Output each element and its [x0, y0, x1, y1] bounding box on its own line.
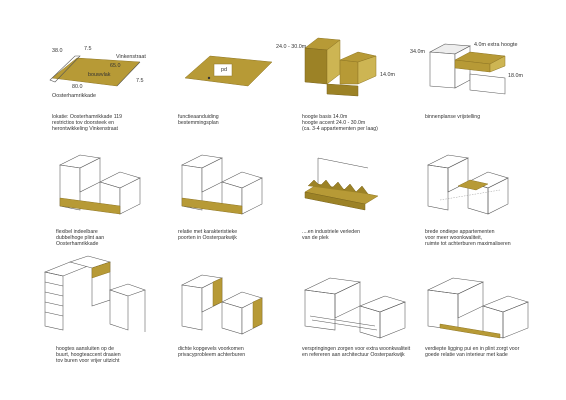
panel-11-setbacks — [304, 277, 406, 339]
panel-caption: flexibel indeelbare dubbelhoge plint aan… — [56, 229, 105, 248]
panel-caption: verspringingen zorgen voor extra woonkwa… — [302, 346, 411, 359]
panel-caption: ....en industriele verleden van de plek — [302, 229, 360, 242]
street-label: Oosterhamrikkade — [52, 93, 97, 99]
dim-label: 80.0 — [72, 84, 83, 90]
dim-label: 38.0 — [52, 48, 63, 54]
height-label: 18.0m — [508, 73, 523, 79]
panel-8-shallow-apartments — [427, 154, 509, 215]
plot-label: bouwvlak — [88, 72, 111, 78]
panel-caption: binnenplanse vrijstelling — [425, 114, 481, 120]
panel-4-extra-height — [429, 43, 506, 95]
panel-10-closed-gables — [181, 274, 263, 335]
panel-caption: relatie met karakteristieke poorten in O… — [178, 229, 238, 242]
dim-label: 65.0 — [110, 63, 121, 69]
panel-1-site-plot — [49, 55, 141, 87]
height-label: 4.0m extra hoogte — [474, 42, 518, 48]
panel-caption: hoogte basis 14.0m hoogte accent 24.0 - … — [302, 114, 378, 133]
panel-6-gates — [181, 154, 263, 215]
panel-7-industrial-sheds — [304, 157, 379, 211]
street-label: Vinkenstraat — [116, 54, 146, 60]
panel-9-neighbourhood-heights — [44, 255, 146, 332]
panel-caption: brede ondiepe appartementen voor meer wo… — [425, 229, 511, 248]
panel-5-plinth — [59, 154, 141, 215]
panel-2-zoning — [184, 55, 273, 87]
height-label: 14.0m — [380, 72, 395, 78]
height-label: 24.0 - 30.0m — [276, 44, 307, 50]
panel-3-height-massing — [304, 37, 377, 97]
height-label: 34.0m — [410, 49, 425, 55]
dim-label: 7.5 — [136, 78, 144, 84]
panel-caption: dichte kopgevels voorkomen privacyproble… — [178, 346, 246, 359]
panel-caption: verdiepte ligging pui en in plint zorgt … — [425, 346, 520, 359]
panel-caption: hoogtes aansluiten op de buurt, hoogteac… — [56, 346, 121, 365]
zoning-label: pd — [221, 67, 227, 73]
panel-caption: lokatie: Oosterhamrikkade 119 restrictio… — [52, 114, 122, 133]
panel-12-sunken-plinth — [427, 277, 529, 339]
dim-label: 7.5 — [84, 46, 92, 52]
panel-caption: functieaanduiding bestemmingsplan — [178, 114, 219, 127]
